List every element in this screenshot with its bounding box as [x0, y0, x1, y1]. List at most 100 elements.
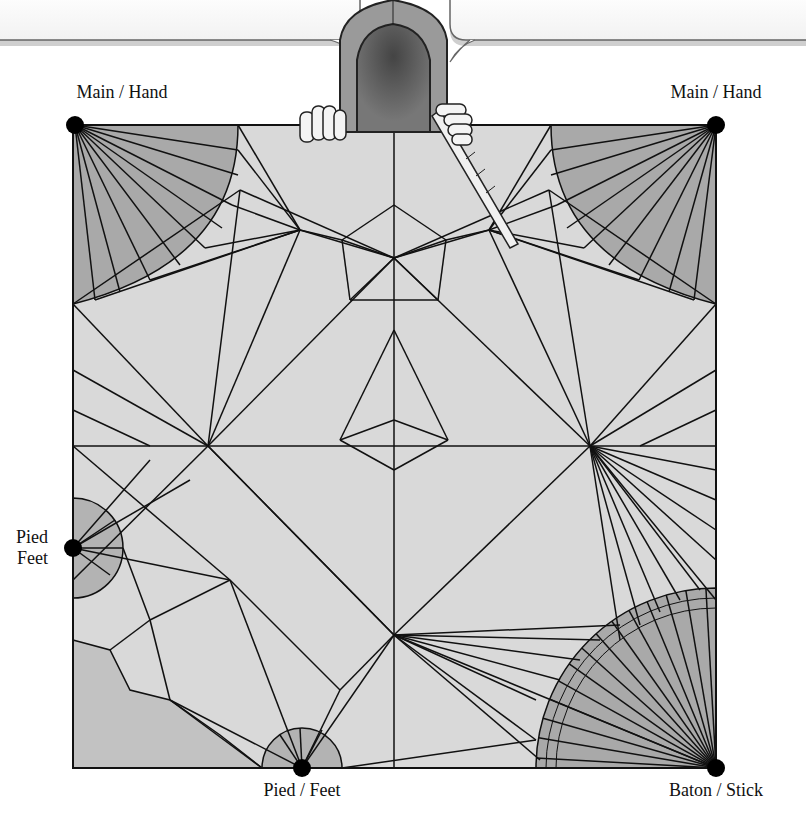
- crease: [549, 190, 590, 446]
- crease: [75, 125, 222, 228]
- crease: [394, 258, 590, 446]
- crease: [350, 258, 394, 300]
- crease: [609, 125, 716, 265]
- crease: [208, 446, 394, 635]
- crease: [394, 420, 448, 440]
- crease: [394, 635, 540, 760]
- crease: [208, 446, 394, 635]
- crease: [567, 125, 716, 228]
- crease: [170, 700, 302, 768]
- crease: [230, 580, 340, 690]
- crease: [489, 230, 590, 446]
- crease: [75, 125, 180, 265]
- crease: [394, 205, 446, 240]
- crease: [394, 258, 438, 300]
- crease: [590, 446, 680, 600]
- crease: [208, 230, 300, 446]
- crease: [73, 370, 208, 446]
- crease: [342, 205, 394, 240]
- crease: [394, 446, 590, 635]
- crease: [394, 635, 536, 740]
- crease: [590, 370, 716, 446]
- crease: [340, 635, 394, 690]
- crease: [150, 620, 170, 700]
- crease: [584, 125, 716, 248]
- crease: [95, 230, 300, 300]
- crease: [340, 330, 394, 440]
- crease: [73, 480, 190, 548]
- crease: [240, 190, 394, 258]
- crease: [170, 700, 262, 768]
- crease: [639, 125, 716, 280]
- crease: [489, 230, 694, 300]
- crease: [669, 125, 716, 292]
- crease: [694, 125, 716, 300]
- crease-lines: [73, 125, 716, 768]
- crease: [590, 446, 716, 530]
- part-label: Main / Hand: [671, 82, 762, 103]
- crease: [590, 446, 716, 600]
- paper-square: [73, 125, 716, 768]
- flap-point: [64, 116, 725, 777]
- crease: [150, 580, 230, 620]
- part-label: Main / Hand: [77, 82, 168, 103]
- crease: [75, 125, 238, 175]
- crease: [394, 635, 716, 768]
- crease: [340, 420, 394, 440]
- hooded-figure: [300, 0, 518, 248]
- crease: [438, 240, 446, 300]
- crease: [394, 440, 448, 470]
- part-label: Pied Feet: [8, 527, 48, 568]
- crease: [73, 190, 240, 304]
- crease: [590, 446, 700, 590]
- crease: [208, 258, 394, 446]
- crease: [590, 446, 620, 640]
- crease: [393, 125, 395, 768]
- part-label: Pied / Feet: [264, 780, 341, 801]
- crease: [590, 446, 716, 560]
- crease: [342, 240, 350, 300]
- part-label: Baton / Stick: [669, 780, 763, 801]
- crease: [75, 125, 150, 280]
- crease: [123, 548, 150, 620]
- flap-regions: [73, 125, 716, 768]
- crease: [75, 125, 120, 292]
- crease: [394, 635, 560, 680]
- crease: [394, 635, 600, 640]
- crease: [230, 580, 302, 768]
- crease: [394, 330, 448, 440]
- crease: [340, 440, 394, 470]
- crease: [394, 230, 489, 258]
- crease: [342, 740, 536, 768]
- crease: [394, 625, 620, 635]
- crease: [590, 446, 660, 612]
- crease: [232, 205, 300, 230]
- crease: [350, 299, 438, 301]
- crease: [302, 690, 340, 768]
- crease: [110, 620, 150, 650]
- crease: [706, 588, 716, 768]
- crease: [582, 648, 716, 768]
- crease: [73, 548, 230, 580]
- crease: [590, 304, 716, 446]
- crease: [640, 410, 716, 446]
- crease: [590, 446, 640, 625]
- crease: [549, 190, 716, 304]
- crease: [73, 304, 208, 446]
- crease: [543, 718, 716, 768]
- crease: [73, 446, 208, 580]
- crease: [75, 125, 232, 205]
- crease: [551, 125, 716, 175]
- crease: [557, 125, 716, 205]
- crease: [394, 190, 549, 258]
- crease: [238, 125, 300, 230]
- crease: [300, 230, 394, 258]
- crease: [73, 410, 150, 446]
- crease: [302, 635, 394, 768]
- crease: [75, 125, 95, 300]
- crease: [73, 446, 230, 580]
- crease: [73, 460, 150, 548]
- crease: [596, 634, 716, 768]
- crease: [75, 125, 205, 248]
